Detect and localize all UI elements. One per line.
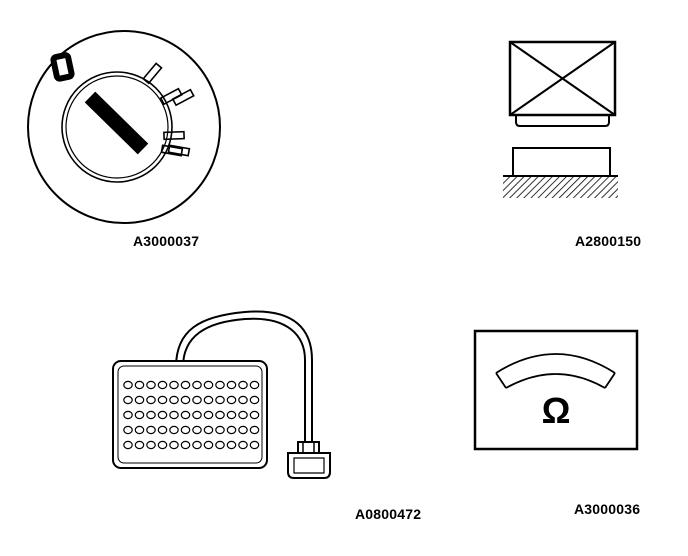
caption-a3000037: A3000037 xyxy=(133,233,200,249)
connector-hole xyxy=(203,380,214,390)
connector-hole xyxy=(134,425,145,435)
connector-hole xyxy=(238,410,248,420)
ohmmeter-icon: Ω xyxy=(473,329,639,451)
ignition-switch-icon xyxy=(27,30,221,224)
breakout-box-icon xyxy=(112,310,331,479)
connector-hole xyxy=(123,410,133,420)
connector-hole xyxy=(134,395,145,405)
connector-hole xyxy=(238,425,248,435)
connector-hole xyxy=(238,380,248,390)
connector-hole xyxy=(226,440,237,450)
connector-hole xyxy=(180,425,191,435)
connector-hole xyxy=(146,380,156,390)
connector-hole xyxy=(134,380,145,390)
connector-hole xyxy=(146,410,156,420)
connector-hole xyxy=(146,440,156,450)
connector-hole xyxy=(157,425,168,435)
connector-hole xyxy=(157,440,168,450)
connector-hole xyxy=(157,380,168,390)
connector-hole xyxy=(226,425,237,435)
connector-hole xyxy=(192,380,202,390)
connector-hole xyxy=(238,395,248,405)
connector-hole xyxy=(169,440,179,450)
connector-hole xyxy=(146,395,156,405)
connector-hole xyxy=(249,380,260,390)
connector-hole xyxy=(180,395,191,405)
connector-holes xyxy=(123,380,260,450)
connector-hole xyxy=(146,425,156,435)
connector-hole xyxy=(215,395,225,405)
connector-hole xyxy=(249,410,260,420)
connector-hole xyxy=(157,395,168,405)
connector-hole xyxy=(203,395,214,405)
connector-hole xyxy=(157,410,168,420)
connector-hole xyxy=(192,395,202,405)
caption-a0800472: A0800472 xyxy=(355,506,422,522)
connector-hole xyxy=(192,440,202,450)
connector-hole xyxy=(169,410,179,420)
connector-hole xyxy=(192,425,202,435)
connector-hole xyxy=(249,425,260,435)
connector-hole xyxy=(180,410,191,420)
connector-hole xyxy=(249,440,260,450)
connector-hole xyxy=(215,425,225,435)
connector-hole xyxy=(226,395,237,405)
component-crossed-box-icon xyxy=(503,40,618,198)
connector-hole xyxy=(123,440,133,450)
connector-hole xyxy=(123,395,133,405)
caption-a3000036: A3000036 xyxy=(574,501,641,517)
connector-hole xyxy=(203,425,214,435)
caption-a2800150: A2800150 xyxy=(575,233,642,249)
connector-hole xyxy=(226,410,237,420)
connector-hole xyxy=(215,380,225,390)
connector-hole xyxy=(180,440,191,450)
connector-hole xyxy=(169,380,179,390)
connector-hole xyxy=(203,410,214,420)
connector-hole xyxy=(134,440,145,450)
connector-hole xyxy=(192,410,202,420)
connector-hole xyxy=(169,395,179,405)
connector-hole xyxy=(134,410,145,420)
connector-hole xyxy=(123,380,133,390)
ohm-symbol: Ω xyxy=(542,390,571,431)
connector-hole xyxy=(123,425,133,435)
connector-hole xyxy=(215,440,225,450)
connector-hole xyxy=(180,380,191,390)
connector-hole xyxy=(226,380,237,390)
connector-hole xyxy=(203,440,214,450)
connector-hole xyxy=(215,410,225,420)
connector-hole xyxy=(238,440,248,450)
connector-hole xyxy=(249,395,260,405)
connector-hole xyxy=(169,425,179,435)
